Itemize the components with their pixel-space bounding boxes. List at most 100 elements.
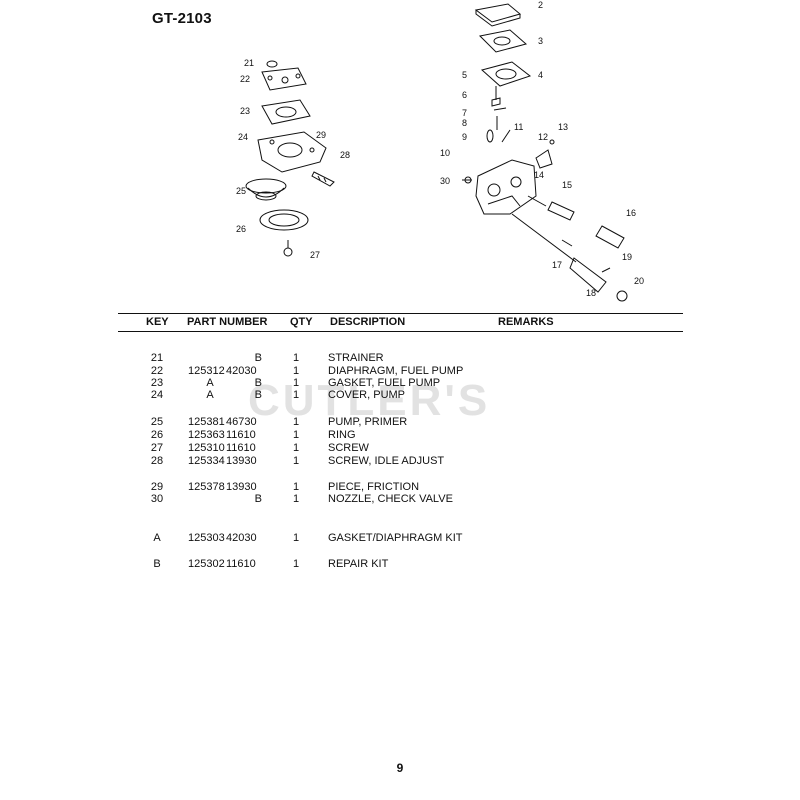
exploded-parts-diagram: 21 22 23 24 29 28 25 26 27 2 3 4 5 6 7 8… xyxy=(0,0,800,310)
svg-text:10: 10 xyxy=(440,148,450,158)
part-30-nozzle xyxy=(462,176,472,184)
svg-text:22: 22 xyxy=(240,74,250,84)
col-header-qty: QTY xyxy=(290,316,313,328)
part-number-suffix: 46730 xyxy=(226,416,257,428)
key-cell: 22 xyxy=(150,365,164,377)
table-row: 28 125334 13930 1 SCREW, IDLE ADJUST xyxy=(0,455,800,468)
svg-text:28: 28 xyxy=(340,150,350,160)
carburetor-body xyxy=(475,159,537,215)
part-22-diaphragm xyxy=(261,67,307,91)
table-top-rule xyxy=(118,313,683,314)
svg-text:24: 24 xyxy=(238,132,248,142)
svg-text:29: 29 xyxy=(316,130,326,140)
svg-text:12: 12 xyxy=(538,132,548,142)
part-23-gasket xyxy=(261,99,311,125)
qty-cell: 1 xyxy=(292,532,300,544)
part-code-cell: B xyxy=(254,352,262,364)
col-header-key: KEY xyxy=(146,316,169,328)
part-number-suffix: 11610 xyxy=(226,429,256,441)
table-header-rule xyxy=(118,331,683,332)
part-number-prefix: 125310 xyxy=(188,442,225,454)
svg-text:30: 30 xyxy=(440,176,450,186)
svg-text:9: 9 xyxy=(462,132,467,142)
qty-cell: 1 xyxy=(292,481,300,493)
key-cell: 28 xyxy=(150,455,164,467)
svg-text:18: 18 xyxy=(586,288,596,298)
svg-text:14: 14 xyxy=(534,170,544,180)
table-row: 24 A B 1 COVER, PUMP xyxy=(0,389,800,402)
key-cell: B xyxy=(153,558,161,570)
part-number-prefix: 125381 xyxy=(188,416,225,428)
qty-cell: 1 xyxy=(292,389,300,401)
part-number-prefix: 125334 xyxy=(188,455,225,467)
col-header-part-number: PART NUMBER xyxy=(187,316,268,328)
table-row: 27 125310 11610 1 SCREW xyxy=(0,442,800,455)
key-cell: 30 xyxy=(150,493,164,505)
part-code-cell: B xyxy=(254,493,262,505)
part-20-knob xyxy=(616,290,628,302)
svg-text:13: 13 xyxy=(558,122,568,132)
table-row: 25 125381 46730 1 PUMP, PRIMER xyxy=(0,416,800,429)
part-number-prefix: 125312 xyxy=(188,365,225,377)
part-24-cover xyxy=(257,131,327,173)
svg-text:4: 4 xyxy=(538,70,543,80)
key-cell: A xyxy=(153,532,161,544)
part-number-suffix: 42030 xyxy=(226,365,257,377)
key-cell: 25 xyxy=(150,416,164,428)
qty-cell: 1 xyxy=(292,493,300,505)
key-cell: 27 xyxy=(150,442,164,454)
table-row: 22 125312 42030 1 DIAPHRAGM, FUEL PUMP xyxy=(0,365,800,378)
table-row: 30 B 1 NOZZLE, CHECK VALVE xyxy=(0,493,800,506)
svg-text:26: 26 xyxy=(236,224,246,234)
description-cell: SCREW xyxy=(328,442,369,454)
key-cell: 29 xyxy=(150,481,164,493)
svg-text:19: 19 xyxy=(622,252,632,262)
qty-cell: 1 xyxy=(292,429,300,441)
part-12-13-valve xyxy=(535,139,555,169)
part-28-idle-screw xyxy=(311,171,335,187)
part-26-ring xyxy=(259,209,309,231)
table-row: 29 125378 13930 1 PIECE, FRICTION xyxy=(0,481,800,494)
svg-text:8: 8 xyxy=(462,118,467,128)
part-number-prefix: 125302 xyxy=(188,558,225,570)
description-cell: GASKET/DIAPHRAGM KIT xyxy=(328,532,463,544)
table-row: A 125303 42030 1 GASKET/DIAPHRAGM KIT xyxy=(0,532,800,545)
qty-cell: 1 xyxy=(292,377,300,389)
part-number-suffix: 11610 xyxy=(226,558,256,570)
part-number-prefix: 125378 xyxy=(188,481,225,493)
svg-text:3: 3 xyxy=(538,36,543,46)
parts-17-19-linkage xyxy=(511,213,611,293)
table-row: 21 B 1 STRAINER xyxy=(0,352,800,365)
qty-cell: 1 xyxy=(292,365,300,377)
part-3-gasket xyxy=(478,29,528,53)
description-cell: RING xyxy=(328,429,356,441)
description-cell: STRAINER xyxy=(328,352,384,364)
part-code-cell: B xyxy=(254,377,262,389)
part-code-a-cell: A xyxy=(206,389,214,401)
key-cell: 21 xyxy=(150,352,164,364)
part-2-cover xyxy=(474,3,522,27)
part-code-a-cell: A xyxy=(206,377,214,389)
qty-cell: 1 xyxy=(292,416,300,428)
svg-text:25: 25 xyxy=(236,186,246,196)
svg-text:23: 23 xyxy=(240,106,250,116)
description-cell: DIAPHRAGM, FUEL PUMP xyxy=(328,365,464,377)
description-cell: COVER, PUMP xyxy=(328,389,406,401)
part-number-prefix: 125303 xyxy=(188,532,225,544)
part-11-pin xyxy=(501,129,511,143)
part-21-strainer xyxy=(266,60,278,68)
svg-text:6: 6 xyxy=(462,90,467,100)
part-number-prefix: 125363 xyxy=(188,429,225,441)
part-number-suffix: 11610 xyxy=(226,442,256,454)
col-header-remarks: REMARKS xyxy=(498,316,554,328)
part-number-suffix: 42030 xyxy=(226,532,257,544)
description-cell: PIECE, FRICTION xyxy=(328,481,420,493)
svg-text:7: 7 xyxy=(462,108,467,118)
svg-text:27: 27 xyxy=(310,250,320,260)
svg-text:21: 21 xyxy=(244,58,254,68)
part-code-cell: B xyxy=(254,389,262,401)
description-cell: GASKET, FUEL PUMP xyxy=(328,377,441,389)
svg-text:5: 5 xyxy=(462,70,467,80)
part-number-suffix: 13930 xyxy=(226,455,257,467)
svg-text:11: 11 xyxy=(514,122,523,132)
